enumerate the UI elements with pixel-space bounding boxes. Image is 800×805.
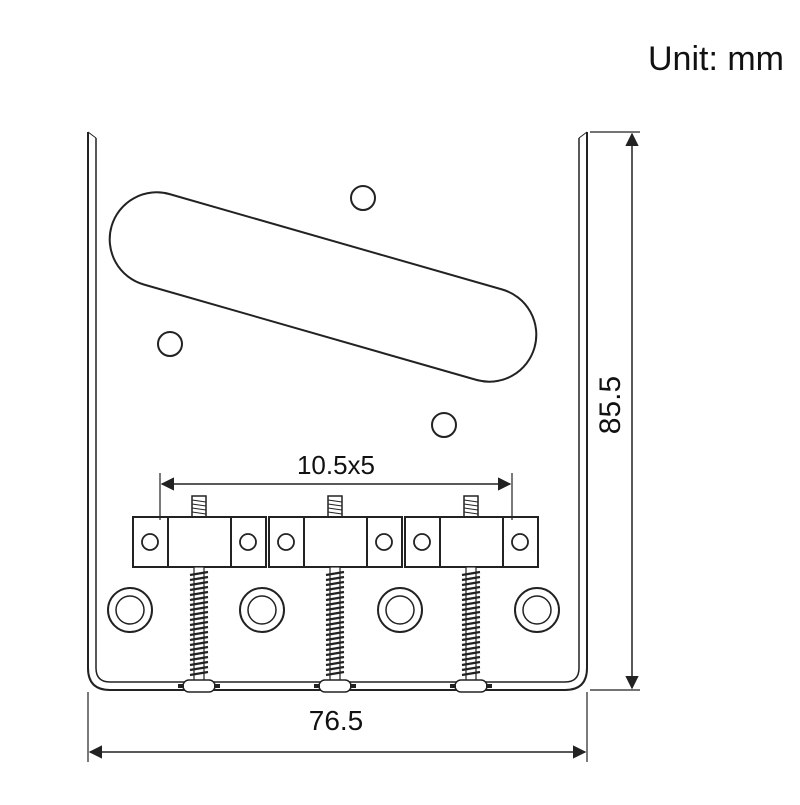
spring-coil [461, 635, 481, 642]
spring-coil [325, 665, 345, 672]
spring-coil [461, 575, 481, 582]
saddle-1 [132, 516, 267, 568]
height-screw [327, 495, 343, 518]
spring-coil [325, 635, 345, 642]
spring-coil [461, 625, 481, 632]
spring-coil [461, 660, 481, 667]
spring-coil [325, 585, 345, 592]
saddle-spacing-dimension: 10.5x5 [159, 450, 513, 520]
intonation-screw-3 [450, 566, 492, 693]
spring-coil [325, 610, 345, 617]
spring-coil [461, 590, 481, 597]
pickup-mount-hole [350, 185, 376, 211]
height-dimension: 85.5 [590, 131, 640, 691]
saddle-spacing-label: 10.5x5 [297, 450, 375, 480]
saddle-2 [268, 516, 403, 568]
string-hole [239, 587, 285, 633]
spring-coil [189, 645, 209, 652]
width-label: 76.5 [309, 705, 364, 736]
spring-coil [189, 585, 209, 592]
saddle-3 [404, 516, 539, 568]
spring-coil [461, 630, 481, 637]
string-hole [377, 587, 423, 633]
intonation-screw-2 [314, 566, 356, 693]
spring-coil [325, 630, 345, 637]
spring-coil [325, 655, 345, 662]
height-label: 85.5 [594, 376, 627, 434]
spring-coil [325, 670, 345, 677]
spring-coil [189, 670, 209, 677]
spring-coil [325, 605, 345, 612]
string-hole [514, 587, 560, 633]
spring-coil [325, 620, 345, 627]
spring-coil [325, 590, 345, 597]
spring-coil [461, 615, 481, 622]
spring-coil [189, 630, 209, 637]
spring-coil [189, 640, 209, 647]
spring-coil [325, 570, 345, 577]
spring-coil [189, 635, 209, 642]
spring-coil [325, 600, 345, 607]
pickup-mount-hole [431, 412, 457, 438]
spring-coil [325, 595, 345, 602]
spring-coil [189, 615, 209, 622]
pickup-slot [108, 191, 538, 383]
spring-coil [189, 580, 209, 587]
unit-label: Unit: mm [648, 40, 784, 78]
spring-coil [461, 605, 481, 612]
spring-coil [461, 655, 481, 662]
pickup-mount-hole [157, 331, 183, 357]
spring-coil [461, 600, 481, 607]
intonation-screw-1 [178, 566, 220, 693]
spring-coil [461, 670, 481, 677]
height-screw [191, 495, 207, 518]
spring-coil [325, 650, 345, 657]
spring-coil [189, 575, 209, 582]
spring-coil [461, 620, 481, 627]
spring-coil [461, 645, 481, 652]
spring-coil [461, 585, 481, 592]
spring-coil [461, 580, 481, 587]
spring-coil [189, 600, 209, 607]
spring-coil [189, 595, 209, 602]
spring-coil [189, 655, 209, 662]
spring-coil [189, 590, 209, 597]
spring-coil [461, 595, 481, 602]
spring-coil [189, 625, 209, 632]
spring-coil [461, 665, 481, 672]
spring-coil [461, 610, 481, 617]
spring-coil [325, 640, 345, 647]
spring-coil [189, 665, 209, 672]
spring-coil [461, 640, 481, 647]
string-hole [107, 587, 153, 633]
spring-coil [325, 615, 345, 622]
spring-coil [189, 620, 209, 627]
spring-coil [325, 575, 345, 582]
spring-coil [189, 605, 209, 612]
height-screw [463, 495, 479, 518]
spring-coil [325, 645, 345, 652]
spring-coil [325, 625, 345, 632]
spring-coil [325, 660, 345, 667]
width-dimension: 76.5 [87, 692, 588, 762]
spring-coil [461, 570, 481, 577]
spring-coil [189, 650, 209, 657]
spring-coil [189, 660, 209, 667]
spring-coil [325, 580, 345, 587]
spring-coil [189, 610, 209, 617]
spring-coil [461, 650, 481, 657]
spring-coil [189, 570, 209, 577]
